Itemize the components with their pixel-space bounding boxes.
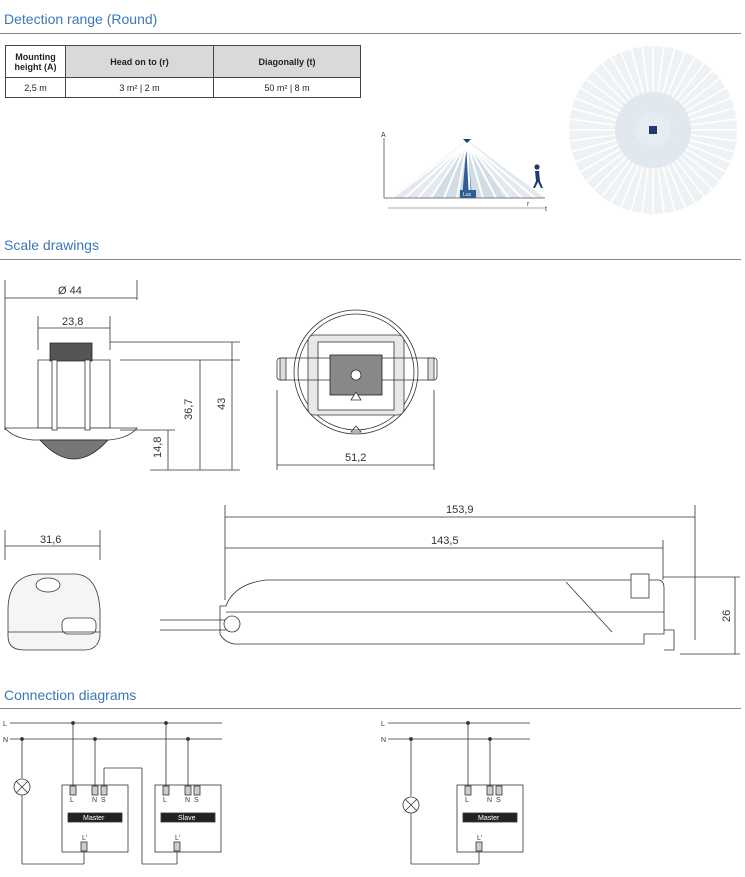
- dim-31-6: 31,6: [40, 534, 61, 546]
- dim-51-2: 51,2: [345, 452, 366, 464]
- header-head-on: Head on to (r): [65, 45, 214, 78]
- section-title-scale: Scale drawings: [4, 237, 99, 253]
- sensor-front-drawing: 51,2: [276, 309, 438, 470]
- terminal-n: N: [487, 797, 492, 804]
- terminal-s: S: [194, 797, 199, 804]
- sensor-end-drawing: 31,6: [4, 530, 101, 651]
- terminal-l: L: [70, 797, 74, 804]
- slave-label: Slave: [178, 815, 196, 822]
- axis-a-label: A: [381, 132, 386, 139]
- axis-r-label: r: [527, 201, 530, 208]
- master-label: Master: [83, 815, 105, 822]
- section-title-detection: Detection range (Round): [4, 11, 158, 27]
- dim-23-8: 23,8: [62, 316, 83, 328]
- terminal-l: L: [465, 797, 469, 804]
- terminal-n: N: [185, 797, 190, 804]
- sensor-side-drawing: Ø 44 23,8 36,7 43 14,8: [4, 280, 240, 471]
- dim-26: 26: [721, 610, 733, 622]
- divider: [0, 33, 741, 34]
- wire-l-label: L: [381, 721, 385, 728]
- axis-t-label: t: [545, 206, 547, 213]
- person-icon: [533, 164, 543, 188]
- terminal-s: S: [101, 797, 106, 804]
- terminal-l-prime: L': [82, 835, 87, 842]
- lux-label: Lux: [463, 192, 472, 198]
- wire-n-label: N: [3, 737, 8, 744]
- enclosure-side-drawing: 153,9 143,5 26: [160, 504, 740, 655]
- terminal-l: L: [163, 797, 167, 804]
- dim-143-5: 143,5: [431, 535, 459, 547]
- terminal-n: N: [92, 797, 97, 804]
- cell-diagonally: 50 m² | 8 m: [213, 77, 361, 98]
- dim-43: 43: [216, 398, 228, 410]
- master-label: Master: [478, 815, 500, 822]
- divider: [0, 259, 741, 260]
- connection-diagram-master: L N L N S Master L': [381, 721, 530, 865]
- terminal-l-prime: L': [477, 835, 482, 842]
- dim-diameter-44: Ø 44: [58, 285, 82, 297]
- detection-table: Mounting height (A) Head on to (r) Diago…: [5, 45, 361, 98]
- wire-n-label: N: [381, 737, 386, 744]
- dim-14-8: 14,8: [152, 437, 164, 458]
- terminal-l-prime: L': [175, 835, 180, 842]
- dim-36-7: 36,7: [183, 399, 195, 420]
- divider: [0, 708, 741, 709]
- terminal-s: S: [496, 797, 501, 804]
- header-diagonally: Diagonally (t): [213, 45, 361, 78]
- side-detection-view: A Lux r t: [381, 132, 547, 213]
- detection-circle: [569, 46, 737, 214]
- wire-l-label: L: [3, 721, 7, 728]
- connection-diagram-master-slave: L N L N S Master L' L N S Slave L': [3, 721, 222, 865]
- dim-153-9: 153,9: [446, 504, 474, 516]
- header-mounting-height: Mounting height (A): [5, 45, 66, 78]
- section-title-connection: Connection diagrams: [4, 687, 137, 703]
